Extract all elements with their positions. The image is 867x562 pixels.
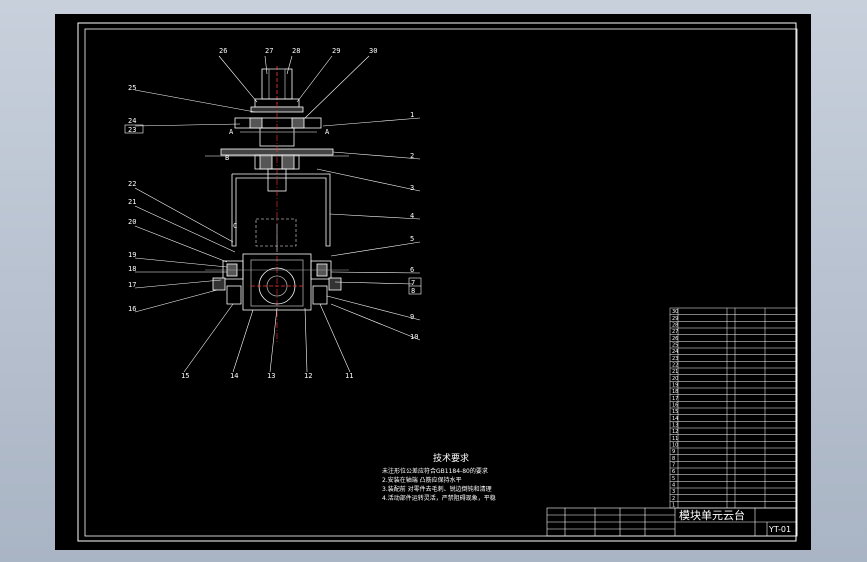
section-mark-a-left: A <box>229 128 234 136</box>
balloon: 6 <box>410 266 414 274</box>
balloons-top: 26 27 28 29 30 <box>219 47 377 55</box>
tech-note: 4.活动部件运转灵活，严禁阻碍现象，平稳 <box>382 494 496 502</box>
section-mark-b: B <box>225 154 229 162</box>
parts-row-number: 26 <box>672 336 678 342</box>
balloons-right: 1 2 3 4 5 6 7 8 9 10 <box>410 111 418 341</box>
balloon: 4 <box>410 212 414 220</box>
parts-row-number: 23 <box>672 356 678 362</box>
balloon: 12 <box>304 372 312 380</box>
parts-row-number: 12 <box>672 429 678 435</box>
parts-row-number: 25 <box>672 343 678 349</box>
parts-row-number: 17 <box>672 396 678 402</box>
inner-frame <box>84 28 798 537</box>
tech-note: 2.安装在轴端 凸筋应保持水平 <box>382 476 462 484</box>
parts-row-number: 3 <box>672 489 675 495</box>
balloon: 5 <box>410 235 414 243</box>
parts-row-number: 11 <box>672 436 678 442</box>
balloon: 28 <box>292 47 300 55</box>
section-mark-c: C <box>233 222 237 230</box>
parts-row-number: 4 <box>672 483 675 489</box>
parts-row-number: 7 <box>672 463 675 469</box>
parts-row-number: 27 <box>672 329 678 335</box>
parts-row-number: 19 <box>672 383 678 389</box>
section-marks: A A B C <box>225 128 330 230</box>
balloons-left: 25 24 23 22 21 20 19 18 17 16 <box>124 84 144 313</box>
balloon: 13 <box>267 372 275 380</box>
balloon: 24 <box>128 117 136 125</box>
balloon: 19 <box>128 251 136 259</box>
assembly-drawing: A A B C 26 27 28 29 30 25 24 23 22 21 20… <box>77 22 798 542</box>
balloon: 10 <box>410 333 418 341</box>
parts-row-number: 21 <box>672 369 678 375</box>
parts-row-number: 20 <box>672 376 678 382</box>
parts-row-number: 29 <box>672 316 678 322</box>
drawing-title: 模块单元云台 <box>679 508 745 522</box>
parts-row-number: 5 <box>672 476 675 482</box>
balloon: 8 <box>411 287 415 295</box>
parts-row-number: 2 <box>672 496 675 502</box>
parts-row-number: 30 <box>672 309 678 315</box>
outer-frame <box>77 22 797 542</box>
parts-row-number: 6 <box>672 469 675 475</box>
balloon: 15 <box>181 372 189 380</box>
parts-row-number: 28 <box>672 323 678 329</box>
balloon: 17 <box>128 281 136 289</box>
balloon: 23 <box>128 126 136 134</box>
u-bracket <box>231 173 331 247</box>
balloon: 27 <box>265 47 273 55</box>
right-motor <box>312 285 328 305</box>
section-mark-a-right: A <box>325 128 330 136</box>
parts-row-number: 9 <box>672 449 675 455</box>
balloon: 16 <box>128 305 136 313</box>
balloon: 21 <box>128 198 136 206</box>
tech-note: 3.装配前 对零件去毛刺、锐边倒钝和清理 <box>382 485 492 493</box>
parts-row-number: 18 <box>672 389 678 395</box>
balloon: 29 <box>332 47 340 55</box>
mechanism <box>205 66 349 344</box>
balloons-bottom: 15 14 13 12 11 <box>181 372 353 380</box>
balloon: 7 <box>411 279 415 287</box>
balloon: 26 <box>219 47 227 55</box>
drawing-sheet: A A B C 26 27 28 29 30 25 24 23 22 21 20… <box>55 14 811 550</box>
parts-row-number: 8 <box>672 456 675 462</box>
parts-row-number: 1 <box>672 503 675 509</box>
parts-row-number: 13 <box>672 423 678 429</box>
balloon: 18 <box>128 265 136 273</box>
balloon: 25 <box>128 84 136 92</box>
balloon: 1 <box>410 111 414 119</box>
technical-requirements: 技术要求 未注形位公差应符合GB1184-80的要求 2.安装在轴端 凸筋应保持… <box>382 452 496 502</box>
parts-row-number: 24 <box>672 349 678 355</box>
balloon: 20 <box>128 218 136 226</box>
balloon: 2 <box>410 152 414 160</box>
bearing-plate-a <box>234 117 322 129</box>
balloon: 9 <box>410 313 414 321</box>
parts-row-number: 16 <box>672 403 678 409</box>
drawing-number: YT-01 <box>768 525 791 534</box>
balloon: 30 <box>369 47 377 55</box>
leader-lines <box>134 55 422 373</box>
parts-row-number: 15 <box>672 409 678 415</box>
balloon: 22 <box>128 180 136 188</box>
parts-row-number: 10 <box>672 443 678 449</box>
title-block <box>546 507 798 537</box>
balloon: 11 <box>345 372 353 380</box>
parts-row-number: 22 <box>672 363 678 369</box>
left-motor <box>226 285 242 305</box>
tech-note: 未注形位公差应符合GB1184-80的要求 <box>382 467 488 475</box>
balloon: 14 <box>230 372 238 380</box>
parts-list-table: 3029282726252423222120191817161514131211… <box>669 307 798 509</box>
balloon: 3 <box>410 184 414 192</box>
tech-title: 技术要求 <box>433 452 469 464</box>
parts-row-number: 14 <box>672 416 678 422</box>
